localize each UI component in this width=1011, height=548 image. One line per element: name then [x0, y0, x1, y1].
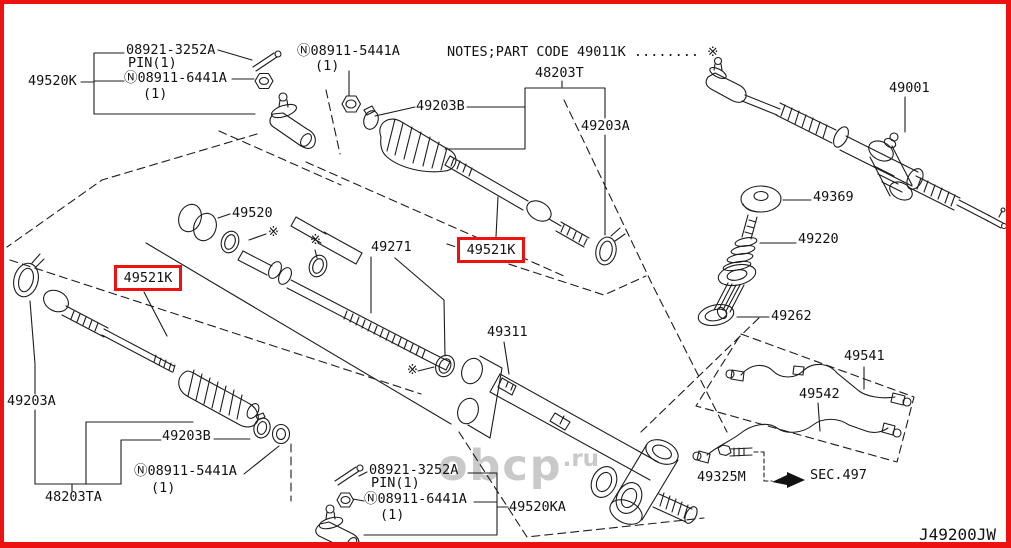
part-label-08911-6441A-top: Ⓝ08911-6441A [124, 70, 227, 86]
tie-rod-end-top-left [269, 92, 316, 149]
gear-housing-49520KA [457, 355, 698, 525]
boot-clamp-left [13, 253, 45, 298]
part-label-49262: 49262 [771, 308, 812, 324]
part-label-48203T: 48203T [535, 65, 584, 81]
part-label-qty1-b: (1) [315, 58, 340, 74]
part-label-49001: 49001 [889, 80, 930, 96]
cotter-pin-top [252, 50, 282, 72]
part-label-49311: 49311 [487, 324, 528, 340]
steering-gear-assembly-49001 [705, 56, 1006, 230]
part-label-48203TA: 48203TA [45, 489, 102, 505]
dashed-construction-lines [6, 89, 915, 538]
sec497-dashed-leader [753, 451, 773, 482]
hydraulic-pipe-49541 [725, 363, 912, 407]
part-label-49520: 49520 [232, 205, 273, 221]
part-label-49520KA: 49520KA [509, 499, 566, 515]
part-label-08921-3252A-bottom: 08921-3252A [369, 462, 459, 478]
stepped-spacer [290, 216, 363, 265]
gasket-49262 [697, 303, 735, 327]
tie-rod-end-bottom-left [315, 504, 360, 542]
cotter-pin-bottom [334, 464, 364, 486]
drawing-code: J49200JW [919, 525, 997, 544]
watermark-suffix: .ru [562, 446, 600, 472]
reference-mark-icon-3: ※ [407, 363, 418, 378]
reference-mark-icon-1: ※ [268, 225, 279, 240]
pinion-shaft-49220 [713, 214, 758, 320]
mount-bushing-49520 [178, 203, 217, 242]
part-label-49542: 49542 [799, 386, 840, 402]
reference-mark-icon-2: ※ [310, 233, 321, 248]
sec-497-reference: SEC.497 [810, 467, 867, 483]
part-label-49520K: 49520K [28, 73, 77, 89]
washer-49369 [740, 185, 782, 213]
steering-boot-left [178, 369, 260, 428]
highlighted-part-label-49521K-left[interactable]: 49521K [114, 265, 182, 291]
ring-seal-2 [308, 254, 328, 278]
part-label-08911-5441A-top: Ⓝ08911-5441A [297, 43, 400, 59]
diagram-line-art [6, 49, 1006, 542]
part-label-qty1-d: (1) [380, 507, 405, 523]
part-label-pin1-bottom: PIN(1) [371, 475, 420, 491]
lock-nut-bottom-left [271, 423, 291, 445]
ring-seal-1 [220, 230, 240, 254]
watermark: obcp.ru [438, 438, 599, 488]
nut-top-left [254, 72, 274, 90]
rack-shaft-49271 [237, 250, 451, 371]
part-label-49271: 49271 [371, 239, 412, 255]
group-association-line [145, 242, 452, 425]
inner-tie-rod-top [444, 155, 590, 248]
part-label-49220: 49220 [798, 231, 839, 247]
part-label-49541: 49541 [844, 348, 885, 364]
part-label-08911-5441A-bottom: Ⓝ08911-5441A [134, 463, 237, 479]
part-label-qty1-a: (1) [143, 86, 168, 102]
boot-clamp-top [363, 105, 379, 130]
part-label-49203B-bottom: 49203B [162, 428, 211, 444]
boot-clamp-bottom-left [253, 412, 271, 439]
part-label-49203A-top: 49203A [581, 118, 630, 134]
part-label-08911-6441A-bottom: Ⓝ08911-6441A [364, 491, 467, 507]
part-label-08921-3252A-top: 08921-3252A [126, 42, 216, 58]
leader-lines [29, 49, 906, 536]
watermark-main: obcp [438, 441, 563, 491]
part-label-49369: 49369 [813, 189, 854, 205]
bolt-49325M [717, 444, 753, 457]
nut-top-middle [341, 95, 362, 113]
part-label-qty1-c: (1) [151, 480, 176, 496]
nut-bottom [336, 492, 355, 508]
notes-line: NOTES;PART CODE 49011K ........ ※ [447, 44, 719, 60]
part-label-pin1-top: PIN(1) [128, 55, 177, 71]
sec497-arrow-icon [772, 472, 805, 488]
part-label-49203B-top: 49203B [416, 98, 465, 114]
boot-clamp-49203A-top [595, 227, 626, 266]
steering-boot-top [379, 118, 457, 173]
stopper-49311 [497, 377, 517, 396]
ring-seal-3 [435, 354, 455, 378]
inner-tie-rod-left [43, 289, 176, 373]
part-label-49203A-left: 49203A [7, 393, 56, 409]
highlighted-part-label-49521K-center[interactable]: 49521K [457, 237, 525, 263]
hydraulic-pipe-49542 [692, 418, 902, 464]
part-label-49325M: 49325M [697, 469, 746, 485]
